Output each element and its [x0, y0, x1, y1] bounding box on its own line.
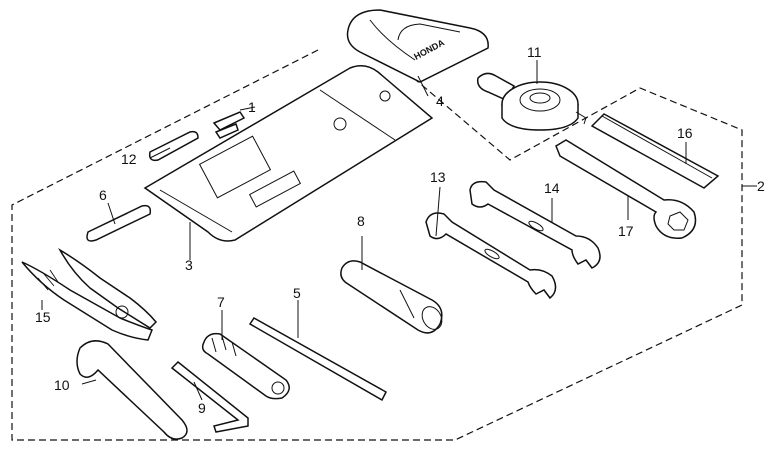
part-10-spanner	[76, 340, 188, 440]
part-1-clip	[212, 111, 246, 139]
part-8-socket-wrench	[340, 260, 443, 334]
callout-3: 3	[185, 257, 193, 273]
callout-8: 8	[357, 213, 365, 229]
callout-10: 10	[54, 377, 70, 393]
callout-labels: 1 2 3 4 5 6 7 8 9 10 11 12 13 14 15 16 1…	[35, 44, 765, 416]
part-13-wrench	[425, 212, 557, 300]
part-6-flat-bar	[86, 204, 152, 242]
callout-5: 5	[293, 285, 301, 301]
part-3-tool-pouch	[143, 65, 434, 242]
leader-lines	[41, 60, 757, 401]
callout-9: 9	[198, 400, 206, 416]
callout-11: 11	[527, 44, 542, 60]
callout-12: 12	[121, 151, 137, 167]
part-11-cap	[476, 72, 587, 131]
callout-15: 15	[35, 309, 51, 325]
callout-17: 17	[618, 223, 634, 239]
part-14-wrench	[469, 180, 601, 269]
part-16-strap	[590, 113, 720, 189]
callout-16: 16	[677, 125, 693, 141]
part-4-tool-bag: HONDA	[346, 9, 489, 83]
callout-13: 13	[430, 169, 446, 185]
callout-14: 14	[544, 180, 560, 196]
callout-1: 1	[248, 99, 256, 115]
part-9-hex-key	[170, 360, 249, 433]
part-5-screwdriver-shaft	[248, 317, 387, 402]
callout-6: 6	[99, 187, 107, 203]
callout-4: 4	[436, 93, 444, 109]
part-12-strap	[148, 130, 199, 162]
callout-7: 7	[217, 294, 225, 310]
callout-2: 2	[757, 178, 765, 194]
part-15-pliers	[21, 247, 158, 341]
kit-boundary	[11, 49, 743, 441]
part-7-screwdriver	[201, 332, 290, 400]
part-17-box-wrench	[555, 139, 697, 239]
